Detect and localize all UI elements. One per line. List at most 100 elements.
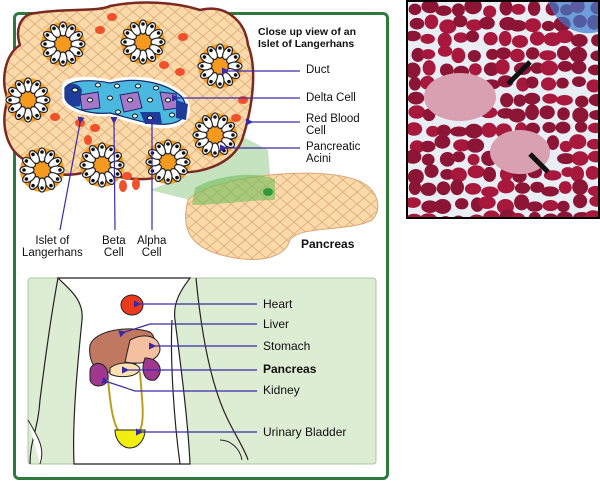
acinar-cell-mark [500, 92, 514, 108]
acinar-cell-mark [509, 19, 527, 32]
label-liver: Liver [263, 317, 290, 331]
acinar-cell-mark [546, 135, 560, 150]
acinar-cell-mark [483, 62, 500, 76]
acinar-cell-mark [464, 2, 482, 15]
acinar-cell-mark [421, 49, 436, 60]
acinar-cell-mark [529, 31, 545, 46]
acinar-cell-mark [478, 196, 496, 209]
label-islet-line1: Islet of [35, 235, 70, 247]
label-alpha-line2: Cell [141, 247, 162, 259]
islet-pointer-arrows [59, 67, 300, 231]
acinar-cell-mark [441, 216, 450, 217]
islet-of-langerhans [62, 76, 190, 129]
acinar-cell-mark [541, 20, 555, 32]
acinar-cell-mark [470, 214, 484, 217]
acinar-cell-mark [436, 181, 451, 196]
acinar-cell-mark [452, 151, 466, 163]
acinar-cell-mark [569, 134, 587, 150]
acinar-cell-mark [408, 62, 421, 79]
acinar-cell-mark [464, 123, 483, 139]
label-red-blood-line2: Cell [306, 125, 326, 137]
acinar-cell-mark [587, 185, 598, 197]
acinar-cell-mark [557, 153, 575, 165]
red-blood-cells [50, 13, 248, 192]
label-pancreas-organ: Pancreas [301, 237, 355, 251]
acinar-cell-mark [558, 181, 572, 194]
acinar-cell-mark [589, 109, 598, 121]
label-urinary-bladder: Urinary Bladder [263, 425, 347, 439]
label-duct: Duct [306, 64, 330, 76]
label-pancreatic-acini: Pancreatic Acini [306, 141, 360, 165]
kidney-organ [89, 362, 109, 387]
acinar-cell-mark [408, 169, 424, 185]
acinar-cell-mark [539, 50, 557, 61]
acinar-cell-mark [424, 164, 439, 178]
acinar-cell-mark [557, 107, 570, 121]
body-diagram [27, 277, 377, 465]
acinar-cell-mark [514, 194, 530, 211]
acinar-cell-mark [542, 93, 558, 104]
arrow-pointer-icon [528, 152, 550, 174]
acinar-cell-mark [523, 92, 541, 105]
acinar-cell-mark [408, 30, 421, 42]
acinar-cell-mark [539, 105, 555, 120]
acinar-cell-mark [481, 186, 499, 198]
label-pancreas: Pancreas [263, 362, 317, 376]
acinar-cell-mark [574, 121, 588, 133]
acinar-cell-mark [453, 215, 463, 217]
acinar-cell-mark [420, 33, 435, 44]
acinar-cell-mark [453, 15, 468, 28]
acinar-cell-mark [426, 125, 440, 137]
label-stomach: Stomach [263, 339, 311, 353]
label-heart: Heart [263, 297, 293, 311]
acinar-cell-mark [571, 33, 588, 48]
label-beta-cell: Beta Cell [102, 235, 126, 259]
acinar-cell-mark [466, 19, 483, 31]
acinar-cell-mark [588, 122, 598, 134]
islet-title-line1: Close up view of an [258, 26, 357, 38]
acinar-cell-mark [466, 138, 485, 153]
acinar-cell-mark [409, 17, 425, 30]
acinar-cell-mark [555, 121, 571, 134]
label-islet-of-langerhans: Islet of Langerhans [22, 235, 83, 259]
islet-region [490, 130, 550, 174]
acinar-cell-mark [557, 211, 573, 217]
acinar-cell-mark [422, 60, 436, 76]
acinar-cell-mark [465, 30, 480, 43]
acinar-cell-mark [590, 50, 598, 62]
acinar-cell-mark [408, 91, 425, 105]
acinar-cell-mark [495, 59, 510, 75]
label-beta-line2: Cell [103, 247, 124, 259]
acinar-cell-mark [408, 213, 422, 217]
acinar-cell-mark [421, 200, 439, 214]
acinar-cell-mark [557, 200, 570, 213]
micrograph-image [408, 2, 598, 217]
label-acini-line2: Acini [306, 153, 331, 165]
acinar-cell-mark [437, 32, 452, 49]
acinar-cell-mark [585, 166, 598, 180]
islet-title: Close up view of an Islet of Langerhans [258, 26, 356, 50]
acinar-cell-mark [479, 16, 495, 30]
acinar-cell-mark [543, 213, 558, 217]
acinar-cell-mark [526, 201, 543, 212]
acinar-cell-mark [511, 35, 529, 48]
acinar-cell-mark [514, 182, 531, 194]
acinar-cell-mark [499, 2, 513, 16]
acinar-cell-mark [439, 63, 454, 78]
acinar-cell-mark [420, 140, 436, 153]
acinar-cell-mark [586, 138, 598, 150]
label-islet-line2: Langerhans [22, 247, 83, 259]
acinar-cell-mark [467, 49, 481, 63]
acinar-cell-mark [451, 47, 466, 64]
label-kidney: Kidney [263, 383, 300, 397]
acinar-cell-mark [486, 48, 499, 60]
acinar-cell-mark [411, 47, 425, 62]
acinar-cell-mark [483, 5, 497, 18]
label-beta-line1: Beta [102, 235, 126, 247]
acinar-cell-mark [542, 200, 559, 212]
label-red-blood-cell: Red Blood Cell [306, 113, 360, 137]
label-red-blood-line1: Red Blood [306, 113, 360, 125]
acinar-cell-mark [482, 166, 497, 182]
label-alpha-line1: Alpha [137, 235, 167, 247]
